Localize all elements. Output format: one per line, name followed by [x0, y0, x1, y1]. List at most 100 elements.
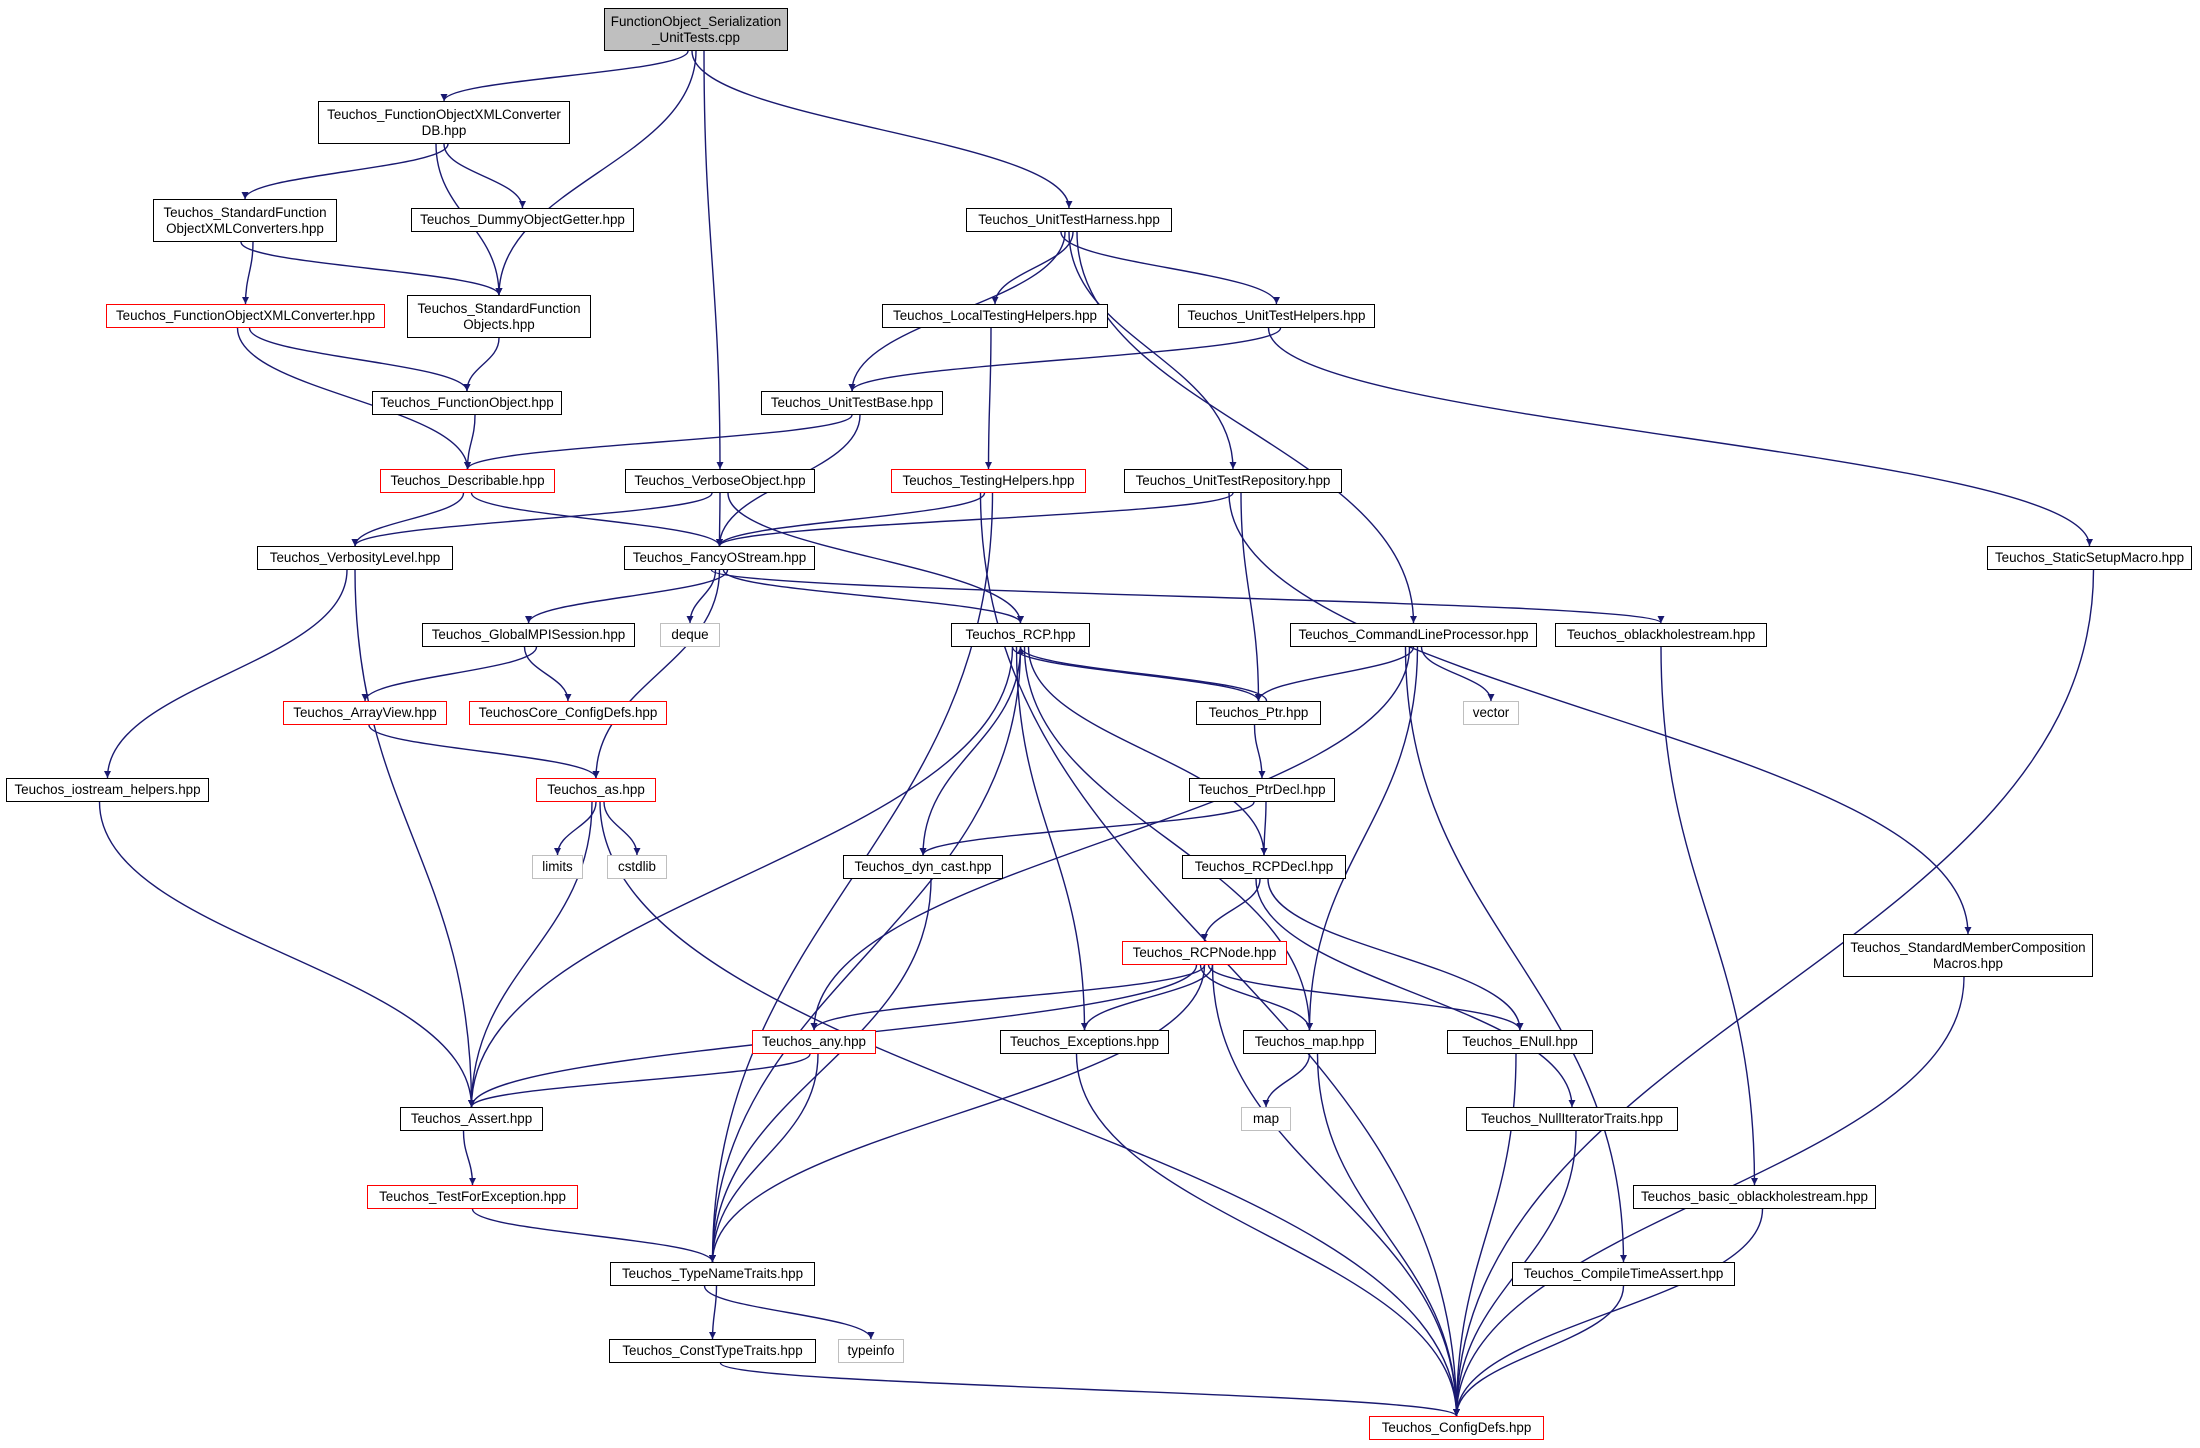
node-label: Teuchos_StandardMemberComposition Macros…: [1850, 939, 2086, 971]
node-desc[interactable]: Teuchos_Describable.hpp: [380, 469, 555, 493]
edge-harness-to-uth: [1060, 231, 1280, 305]
edge-std-conv-to-std-fo: [240, 241, 503, 296]
node-nit[interactable]: Teuchos_NullIteratorTraits.hpp: [1466, 1107, 1678, 1131]
edge-clp-to-any: [810, 646, 1411, 1031]
node-map-h[interactable]: Teuchos_map.hpp: [1243, 1030, 1376, 1054]
node-label: Teuchos_FancyOStream.hpp: [632, 550, 807, 565]
node-label: Teuchos_UnitTestRepository.hpp: [1135, 473, 1331, 488]
node-label: Teuchos_VerbosityLevel.hpp: [269, 550, 441, 565]
edge-verbosity-to-iostream-h: [104, 569, 348, 779]
node-static-setup[interactable]: Teuchos_StaticSetupMacro.hpp: [1987, 546, 2192, 570]
node-label: limits: [542, 859, 573, 874]
node-label: TeuchosCore_ConfigDefs.hpp: [478, 705, 658, 720]
node-dyncast[interactable]: Teuchos_dyn_cast.hpp: [843, 855, 1003, 879]
node-core-cfg[interactable]: TeuchosCore_ConfigDefs.hpp: [469, 701, 667, 725]
node-rcpdecl[interactable]: Teuchos_RCPDecl.hpp: [1182, 855, 1346, 879]
node-label: Teuchos_ArrayView.hpp: [293, 705, 437, 720]
node-assert[interactable]: Teuchos_Assert.hpp: [400, 1107, 543, 1131]
node-utr[interactable]: Teuchos_UnitTestRepository.hpp: [1124, 469, 1342, 493]
edge-utb-to-desc: [464, 414, 853, 470]
node-label: Teuchos_PtrDecl.hpp: [1198, 782, 1326, 797]
node-fo[interactable]: Teuchos_FunctionObject.hpp: [372, 391, 562, 415]
node-label: FunctionObject_Serialization _UnitTests.…: [610, 13, 782, 45]
node-uth[interactable]: Teuchos_UnitTestHelpers.hpp: [1178, 304, 1375, 328]
node-rcp[interactable]: Teuchos_RCP.hpp: [951, 623, 1090, 647]
edge-ptr-to-ptrdecl: [1253, 724, 1266, 779]
node-typeinfo: typeinfo: [838, 1339, 904, 1363]
node-label: Teuchos_TestingHelpers.hpp: [902, 473, 1075, 488]
node-basic-oblack[interactable]: Teuchos_basic_oblackholestream.hpp: [1633, 1185, 1876, 1209]
node-std-fo[interactable]: Teuchos_StandardFunction Objects.hpp: [407, 295, 591, 338]
edge-rcp-to-tnt: [709, 646, 1022, 1263]
node-label: Teuchos_FunctionObject.hpp: [380, 395, 554, 410]
node-label: vector: [1472, 705, 1510, 720]
node-enull[interactable]: Teuchos_ENull.hpp: [1447, 1030, 1593, 1054]
edge-harness-to-utr: [1068, 231, 1237, 470]
node-label: Teuchos_Describable.hpp: [390, 473, 545, 488]
node-dummy[interactable]: Teuchos_DummyObjectGetter.hpp: [411, 208, 634, 232]
node-root[interactable]: FunctionObject_Serialization _UnitTests.…: [604, 8, 788, 51]
node-th[interactable]: Teuchos_TestingHelpers.hpp: [891, 469, 1086, 493]
edge-ptrdecl-to-dyncast: [919, 801, 1255, 856]
node-gmpi[interactable]: Teuchos_GlobalMPISession.hpp: [422, 623, 635, 647]
node-iostream-h[interactable]: Teuchos_iostream_helpers.hpp: [6, 778, 209, 802]
node-tnt[interactable]: Teuchos_TypeNameTraits.hpp: [610, 1262, 815, 1286]
node-verbose[interactable]: Teuchos_VerboseObject.hpp: [625, 469, 815, 493]
node-fancy[interactable]: Teuchos_FancyOStream.hpp: [624, 546, 815, 570]
edge-rcpnode-to-exceptions: [1081, 964, 1214, 1031]
node-label: Teuchos_iostream_helpers.hpp: [14, 782, 201, 797]
node-label: Teuchos_oblackholestream.hpp: [1566, 627, 1756, 642]
edge-fancy-to-deque: [686, 569, 717, 624]
node-label: Teuchos_as.hpp: [547, 782, 645, 797]
edge-rcpnode-to-any: [810, 964, 1206, 1031]
edge-assert-to-tfe: [462, 1130, 476, 1186]
node-smc[interactable]: Teuchos_StandardMemberComposition Macros…: [1843, 934, 2093, 977]
node-cfg[interactable]: Teuchos_ConfigDefs.hpp: [1369, 1416, 1544, 1440]
node-ptrdecl[interactable]: Teuchos_PtrDecl.hpp: [1189, 778, 1335, 802]
edge-utr-to-fancy: [716, 492, 1234, 547]
node-ctt[interactable]: Teuchos_ConstTypeTraits.hpp: [609, 1339, 816, 1363]
edge-clp-to-ptr: [1255, 646, 1415, 702]
edge-clp-to-map-h: [1306, 646, 1419, 1031]
node-label: Teuchos_Ptr.hpp: [1208, 705, 1309, 720]
node-verbosity[interactable]: Teuchos_VerbosityLevel.hpp: [257, 546, 453, 570]
node-any[interactable]: Teuchos_any.hpp: [752, 1030, 876, 1054]
node-label: Teuchos_NullIteratorTraits.hpp: [1481, 1111, 1663, 1126]
node-local-th[interactable]: Teuchos_LocalTestingHelpers.hpp: [882, 304, 1108, 328]
edge-tnt-to-ctt: [709, 1285, 718, 1340]
node-fox-db[interactable]: Teuchos_FunctionObjectXMLConverter DB.hp…: [318, 101, 570, 144]
node-arrayview[interactable]: Teuchos_ArrayView.hpp: [283, 701, 447, 725]
node-rcpnode[interactable]: Teuchos_RCPNode.hpp: [1122, 941, 1287, 965]
node-label: Teuchos_FunctionObjectXMLConverter DB.hp…: [327, 106, 561, 138]
node-utb[interactable]: Teuchos_UnitTestBase.hpp: [761, 391, 943, 415]
edge-root-to-fox-db: [440, 50, 689, 102]
edge-static-setup-to-cfg: [1453, 569, 2095, 1417]
node-fox-conv[interactable]: Teuchos_FunctionObjectXMLConverter.hpp: [106, 304, 385, 328]
node-ctas[interactable]: Teuchos_CompileTimeAssert.hpp: [1512, 1262, 1735, 1286]
node-ptr[interactable]: Teuchos_Ptr.hpp: [1196, 701, 1321, 725]
node-label: Teuchos_CompileTimeAssert.hpp: [1523, 1266, 1724, 1281]
edge-ptr-to-rcp: [1017, 646, 1268, 702]
node-exceptions[interactable]: Teuchos_Exceptions.hpp: [1000, 1030, 1169, 1054]
node-label: Teuchos_DummyObjectGetter.hpp: [420, 212, 625, 227]
edge-exceptions-to-cfg: [1075, 1053, 1460, 1417]
edge-rcp-to-dyncast: [919, 646, 1022, 856]
node-std-conv[interactable]: Teuchos_StandardFunction ObjectXMLConver…: [153, 199, 337, 242]
node-tfe[interactable]: Teuchos_TestForException.hpp: [367, 1185, 578, 1209]
node-label: Teuchos_UnitTestBase.hpp: [770, 395, 934, 410]
node-clp[interactable]: Teuchos_CommandLineProcessor.hpp: [1290, 623, 1537, 647]
edge-any-to-tnt: [709, 1053, 819, 1263]
edge-rcpdecl-to-nit: [1255, 878, 1576, 1108]
node-oblack[interactable]: Teuchos_oblackholestream.hpp: [1555, 623, 1767, 647]
edge-rcp-to-assert: [468, 646, 1014, 1108]
edge-fox-conv-to-fo: [248, 327, 471, 392]
node-as[interactable]: Teuchos_as.hpp: [536, 778, 656, 802]
node-label: Teuchos_Assert.hpp: [410, 1111, 533, 1126]
edge-as-to-assert: [468, 801, 593, 1108]
edge-rcpdecl-to-enull: [1267, 878, 1524, 1031]
node-harness[interactable]: Teuchos_UnitTestHarness.hpp: [966, 208, 1172, 232]
node-label: Teuchos_StaticSetupMacro.hpp: [1994, 550, 2185, 565]
node-label: Teuchos_VerboseObject.hpp: [634, 473, 806, 488]
edge-rcpnode-to-map-h: [1199, 964, 1313, 1031]
node-label: Teuchos_basic_oblackholestream.hpp: [1640, 1189, 1869, 1204]
